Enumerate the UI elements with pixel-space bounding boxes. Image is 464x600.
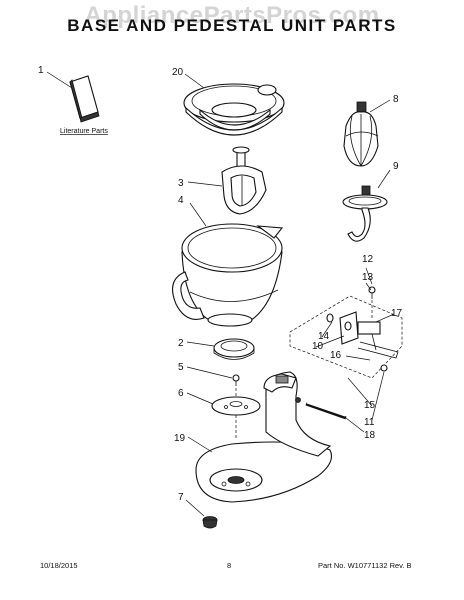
callout-19: 19 — [174, 433, 186, 444]
flat-beater[interactable] — [221, 146, 267, 215]
callout-14: 14 — [318, 331, 330, 342]
bracket-fastener[interactable] — [380, 364, 388, 372]
dough-hook[interactable] — [342, 185, 388, 242]
callout-9: 9 — [393, 161, 399, 172]
rubber-foot[interactable] — [202, 516, 218, 529]
literature-parts-booklet[interactable] — [69, 75, 100, 123]
bowl-clamping-plate[interactable] — [211, 396, 261, 416]
callout-16: 16 — [330, 350, 342, 361]
footer-part-number: Part No. W10771132 Rev. B — [318, 561, 412, 570]
callout-15: 15 — [364, 400, 376, 411]
hinge-pin[interactable] — [305, 402, 347, 420]
watermark: AppliancePartsPros.com — [84, 2, 380, 29]
callout-13: 13 — [362, 272, 374, 283]
clamping-plate-screw[interactable] — [232, 374, 240, 386]
callout-8: 8 — [393, 94, 399, 105]
page-title: BASE AND PEDESTAL UNIT PARTS — [67, 16, 397, 35]
clamping-plate[interactable] — [213, 338, 255, 360]
callout-12: 12 — [362, 254, 374, 265]
callout-4: 4 — [178, 195, 184, 206]
spring-bracket-assembly[interactable] — [339, 311, 399, 359]
pouring-shield[interactable] — [183, 83, 285, 136]
callout-2: 2 — [178, 338, 184, 349]
footer-date: 10/18/2015 — [40, 561, 78, 570]
bracket-screw[interactable] — [368, 286, 376, 299]
callout-1: 1 — [38, 65, 44, 76]
pedestal-base[interactable] — [195, 371, 333, 503]
callout-5: 5 — [178, 362, 184, 373]
literature-parts-label: Literature Parts — [60, 128, 108, 135]
callout-6: 6 — [178, 388, 184, 399]
footer-page-number: 8 — [227, 561, 232, 570]
callout-11: 11 — [364, 417, 375, 428]
mixing-bowl[interactable] — [172, 223, 284, 327]
callout-7: 7 — [178, 492, 184, 503]
callout-18: 18 — [364, 430, 376, 441]
wire-whip[interactable] — [343, 101, 379, 167]
callout-3: 3 — [178, 178, 184, 189]
callout-20: 20 — [172, 67, 184, 78]
callout-17: 17 — [391, 308, 403, 319]
washer[interactable] — [326, 313, 334, 323]
callout-10: 10 — [312, 341, 324, 352]
